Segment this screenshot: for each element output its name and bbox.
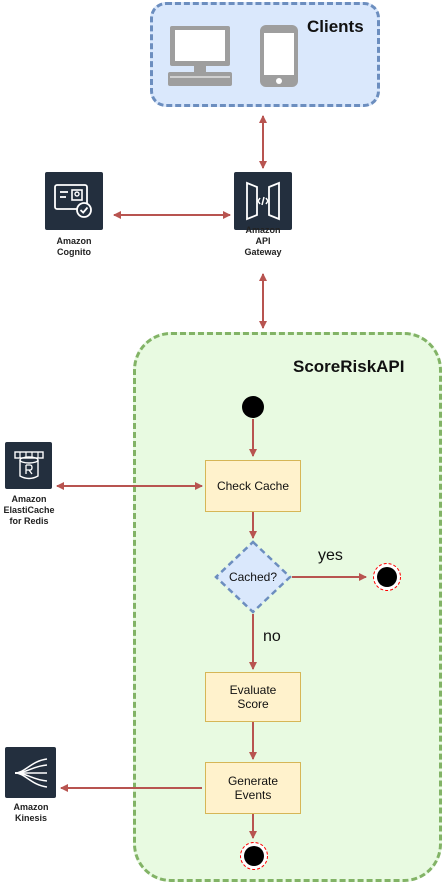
no-edge-label: no [263, 628, 281, 645]
check-cache-step: Check Cache [205, 460, 301, 512]
clients-title: Clients [307, 17, 364, 36]
cognito-icon [45, 172, 103, 230]
end-node-cached [373, 563, 401, 591]
elasticache-icon [5, 442, 52, 489]
kinesis-label: Amazon Kinesis [13, 802, 49, 823]
desktop-icon [168, 26, 232, 86]
evaluate-score-step: Evaluate Score [205, 672, 301, 722]
score-risk-api-title: ScoreRiskAPI [293, 357, 405, 376]
yes-edge-label: yes [318, 547, 343, 564]
api-gateway-icon [234, 172, 292, 230]
api-gateway-label: Amazon API Gateway [244, 225, 282, 257]
elasticache-label: Amazon ElastiCache for Redis [3, 494, 55, 526]
start-node [242, 396, 264, 418]
end-node-events [240, 842, 268, 870]
cached-decision-diamond [214, 540, 292, 614]
kinesis-icon [5, 747, 56, 798]
cognito-label: Amazon Cognito [56, 236, 92, 257]
generate-events-step: Generate Events [205, 762, 301, 814]
mobile-phone-icon [260, 25, 298, 87]
cached-decision-label: Cached? [228, 570, 278, 584]
